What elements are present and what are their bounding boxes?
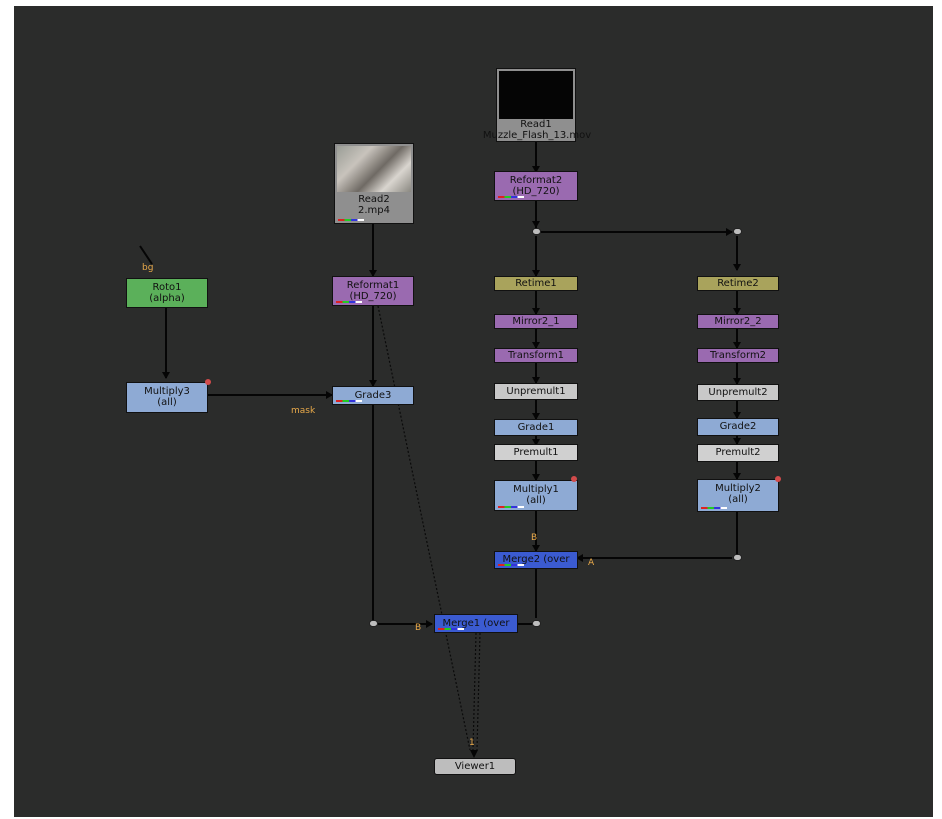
node-merge2[interactable]: Merge2 (over	[494, 551, 578, 569]
channel-indicator	[498, 506, 524, 508]
node-unpremult2[interactable]: Unpremult2	[697, 384, 779, 401]
node-sublabel: (all)	[728, 494, 748, 505]
node-multiply1[interactable]: Multiply1 (all)	[494, 480, 578, 511]
mask-indicator	[571, 476, 577, 482]
node-read1[interactable]: Read1	[496, 68, 576, 142]
input-label-a: A	[588, 558, 595, 568]
node-label: Viewer1	[454, 761, 496, 772]
node-label: Transform2	[709, 350, 767, 361]
read1-file-label: Muzzle_Flash_13.mov	[482, 130, 592, 141]
node-reformat2[interactable]: Reformat2 (HD_720)	[494, 171, 578, 201]
node-label: Unpremult2	[708, 387, 768, 398]
node-label: Multiply2	[715, 483, 761, 494]
node-label: Mirror2_2	[714, 316, 762, 327]
dot-right-top[interactable]	[733, 228, 742, 235]
node-label: Retime1	[515, 278, 557, 289]
node-retime2[interactable]: Retime2	[697, 276, 779, 291]
node-label: Reformat2	[509, 175, 563, 186]
node-label: Multiply3	[144, 386, 190, 397]
viewer-input-label: 1	[469, 738, 475, 748]
node-retime1[interactable]: Retime1	[494, 276, 578, 291]
node-premult2[interactable]: Premult2	[697, 444, 779, 462]
node-transform2[interactable]: Transform2	[697, 348, 779, 363]
node-transform1[interactable]: Transform1	[494, 348, 578, 363]
channel-indicator	[336, 400, 362, 402]
channel-indicator	[338, 219, 364, 221]
node-label: Read1	[520, 119, 552, 130]
input-label-bg: bg	[142, 263, 154, 273]
node-roto1[interactable]: Roto1 (alpha)	[126, 278, 208, 308]
node-label: Premult1	[513, 447, 559, 458]
dot-split[interactable]	[532, 228, 541, 235]
node-multiply3[interactable]: Multiply3 (all)	[126, 382, 208, 413]
dot-merge1-a[interactable]	[532, 620, 541, 627]
node-label: Grade2	[719, 421, 757, 432]
node-sublabel: (alpha)	[149, 293, 185, 304]
read1-thumbnail	[499, 71, 573, 119]
node-graph-canvas[interactable]: Read1 Muzzle_Flash_13.mov Reformat2 (HD_…	[14, 6, 933, 817]
channel-indicator	[701, 507, 727, 509]
dot-right-bottom[interactable]	[733, 554, 742, 561]
dot-merge1-b[interactable]	[369, 620, 378, 627]
node-premult1[interactable]: Premult1	[494, 444, 578, 461]
node-mirror2-2[interactable]: Mirror2_2	[697, 314, 779, 329]
node-sublabel: (all)	[157, 397, 177, 408]
input-label-mask: mask	[291, 406, 316, 416]
mask-indicator	[775, 476, 781, 482]
node-label: Multiply1	[513, 484, 559, 495]
node-label: Roto1	[152, 282, 182, 293]
input-label-b: B	[415, 623, 422, 633]
node-viewer1[interactable]: Viewer1	[434, 758, 516, 775]
channel-indicator	[498, 564, 524, 566]
node-label: Transform1	[507, 350, 565, 361]
node-label: Reformat1	[346, 280, 400, 291]
node-label: Grade3	[354, 390, 392, 401]
node-label: Retime2	[717, 278, 759, 289]
node-label: Unpremult1	[506, 386, 566, 397]
node-grade3[interactable]: Grade3	[332, 386, 414, 405]
node-reformat1[interactable]: Reformat1 (HD_720)	[332, 276, 414, 306]
mask-indicator	[205, 379, 211, 385]
read2-thumbnail	[337, 146, 411, 192]
node-mirror2-1[interactable]: Mirror2_1	[494, 314, 578, 329]
node-sublabel: (all)	[526, 495, 546, 506]
node-sublabel: (HD_720)	[349, 291, 397, 302]
node-sublabel: (HD_720)	[512, 186, 560, 197]
node-sublabel: 2.mp4	[358, 205, 390, 216]
node-label: Grade1	[517, 422, 555, 433]
node-label: Premult2	[715, 447, 761, 458]
channel-indicator	[438, 628, 464, 630]
node-read2[interactable]: Read2 2.mp4	[334, 143, 414, 224]
input-label-b: B	[531, 533, 538, 543]
node-grade2[interactable]: Grade2	[697, 418, 779, 436]
channel-indicator	[336, 301, 362, 303]
channel-indicator	[498, 196, 524, 198]
node-label: Mirror2_1	[512, 316, 560, 327]
node-merge1[interactable]: Merge1 (over	[434, 614, 518, 633]
node-grade1[interactable]: Grade1	[494, 419, 578, 436]
node-unpremult1[interactable]: Unpremult1	[494, 383, 578, 400]
wires-layer	[139, 141, 741, 758]
node-multiply2[interactable]: Multiply2 (all)	[697, 479, 779, 512]
node-label: Merge2 (over	[502, 554, 570, 565]
node-label: Merge1 (over	[442, 618, 510, 629]
node-label: Read2	[358, 194, 390, 205]
